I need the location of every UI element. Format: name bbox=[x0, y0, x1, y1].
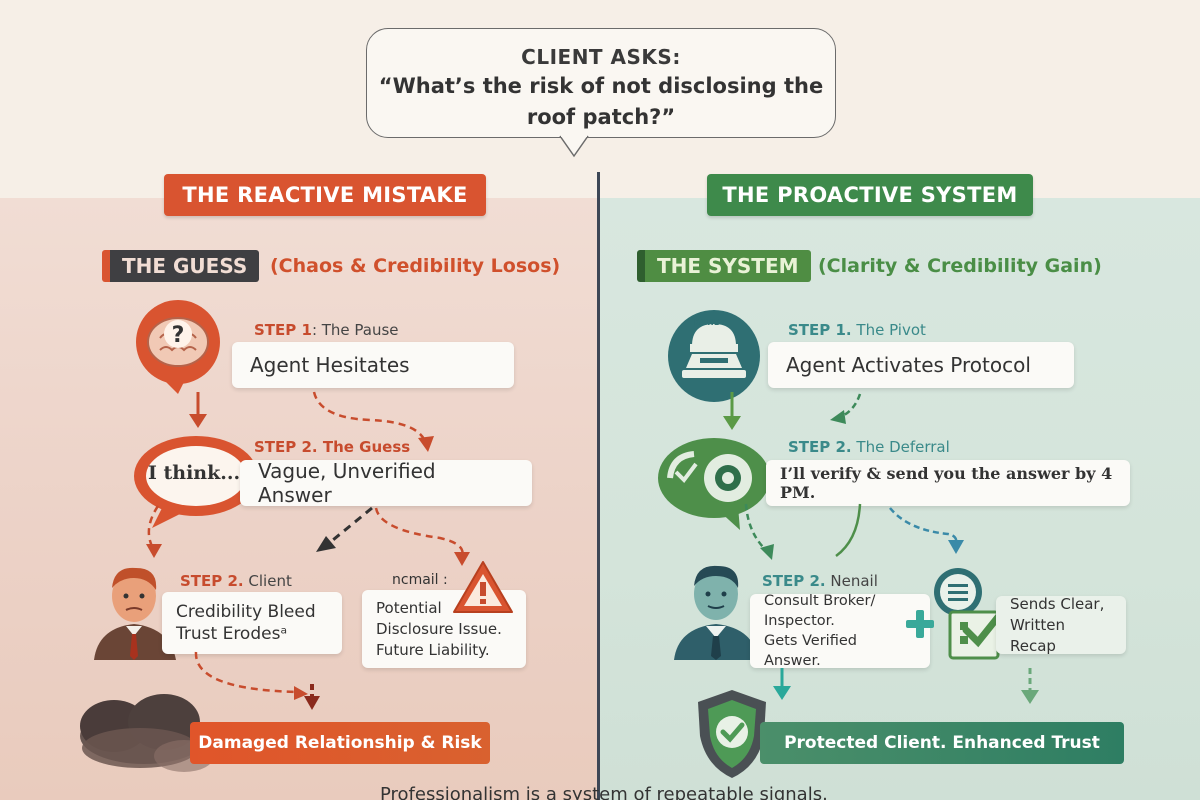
reactive-header: THE REACTIVE MISTAKE bbox=[164, 174, 486, 216]
trust-erodes-text: Trust Erodesᵃ bbox=[176, 624, 288, 644]
warning-label: ncmail : bbox=[392, 572, 448, 588]
result-arrows-right-icon bbox=[773, 668, 1039, 704]
svg-text:?: ? bbox=[172, 323, 185, 348]
reactive-step1-text: Agent Hesitates bbox=[250, 353, 410, 377]
client-question-bubble: CLIENT ASKS: “What’s the risk of not dis… bbox=[366, 28, 836, 138]
verified-answer-text: Gets Verified Answer. bbox=[764, 633, 857, 669]
proactive-step2-text: I’ll verify & send you the answer by 4 P… bbox=[780, 464, 1113, 502]
branch-arrows-icon bbox=[146, 505, 470, 566]
proactive-header: THE PROACTIVE SYSTEM bbox=[707, 174, 1033, 216]
reactive-step1-card: Agent Hesitates bbox=[232, 342, 514, 388]
center-divider bbox=[597, 172, 600, 800]
bubble-question-line2: roof patch?” bbox=[526, 105, 676, 129]
i-think-text: I think... bbox=[148, 462, 241, 484]
warning-line2: Disclosure Issue. bbox=[376, 619, 502, 638]
deferral-arrows-icon bbox=[744, 503, 964, 560]
reactive-step3-card: Credibility Bleed Trust Erodesᵃ bbox=[162, 592, 342, 654]
pivot-arrows-icon bbox=[723, 392, 862, 430]
arrow-down-icon bbox=[189, 392, 207, 428]
shield-check-icon bbox=[698, 690, 766, 778]
footer-text: Professionalism is a system of repeatabl… bbox=[380, 784, 828, 800]
dashed-arrow-icon bbox=[312, 391, 434, 452]
guess-tag-description: (Chaos & Credibility Losos) bbox=[270, 255, 561, 277]
bubble-question-line1: “What’s the risk of not disclosing the bbox=[378, 74, 824, 98]
plus-icon bbox=[906, 610, 934, 638]
recap-line2: Written Recap bbox=[1010, 615, 1065, 655]
recap-line1: Sends Clear, bbox=[1010, 594, 1105, 613]
protocol-icon-text: BXRBY bbox=[694, 318, 727, 327]
proactive-step1-label: STEP 1. The Pivot bbox=[788, 321, 926, 339]
proactive-step3-label: STEP 2. Nenail bbox=[762, 572, 878, 590]
consult-broker-text: Consult Broker/ bbox=[764, 593, 876, 609]
system-tag: THE SYSTEM bbox=[637, 250, 811, 282]
result-arrows-icon bbox=[194, 651, 320, 710]
inspector-text: Inspector. bbox=[764, 613, 835, 629]
reactive-step2-label: STEP 2. The Guess bbox=[254, 438, 411, 456]
proactive-step2-label: STEP 2. The Deferral bbox=[788, 438, 950, 456]
proactive-step3-card: Consult Broker/ Inspector. Gets Verified… bbox=[750, 593, 930, 669]
worried-person-icon bbox=[94, 567, 176, 660]
reactive-step2-text: Vague, Unverified Answer bbox=[258, 459, 436, 507]
reactive-result-bar: Damaged Relationship & Risk bbox=[190, 722, 490, 764]
speech-bubble-icon bbox=[134, 436, 258, 528]
recap-card: Sends Clear, Written Recap bbox=[996, 594, 1126, 655]
protocol-console-icon bbox=[668, 310, 760, 402]
proactive-result-bar: Protected Client. Enhanced Trust bbox=[760, 722, 1124, 764]
warning-triangle-icon bbox=[453, 561, 513, 613]
proactive-step2-card: I’ll verify & send you the answer by 4 P… bbox=[766, 460, 1130, 506]
credibility-bleed-text: Credibility Bleed bbox=[176, 602, 316, 622]
warning-line3: Future Liability. bbox=[376, 640, 490, 659]
proactive-step1-text: Agent Activates Protocol bbox=[786, 353, 1031, 377]
reactive-step3-label: STEP 2. Client bbox=[180, 572, 292, 590]
bubble-tail bbox=[559, 134, 589, 158]
confused-brain-icon: ? bbox=[136, 300, 220, 394]
reactive-step2-card: Vague, Unverified Answer bbox=[240, 459, 532, 507]
storm-cloud-icon bbox=[80, 694, 214, 772]
proactive-step1-card: Agent Activates Protocol bbox=[768, 342, 1074, 388]
reactive-step1-label: STEP 1: The Pause bbox=[254, 321, 399, 339]
system-tag-description: (Clarity & Credibility Gain) bbox=[818, 255, 1102, 277]
guess-tag: THE GUESS bbox=[102, 250, 260, 282]
warning-line1: Potential bbox=[376, 598, 442, 617]
bubble-title: CLIENT ASKS: bbox=[521, 45, 681, 69]
professional-person-icon bbox=[674, 565, 758, 660]
refresh-bubble-icon bbox=[658, 438, 770, 530]
